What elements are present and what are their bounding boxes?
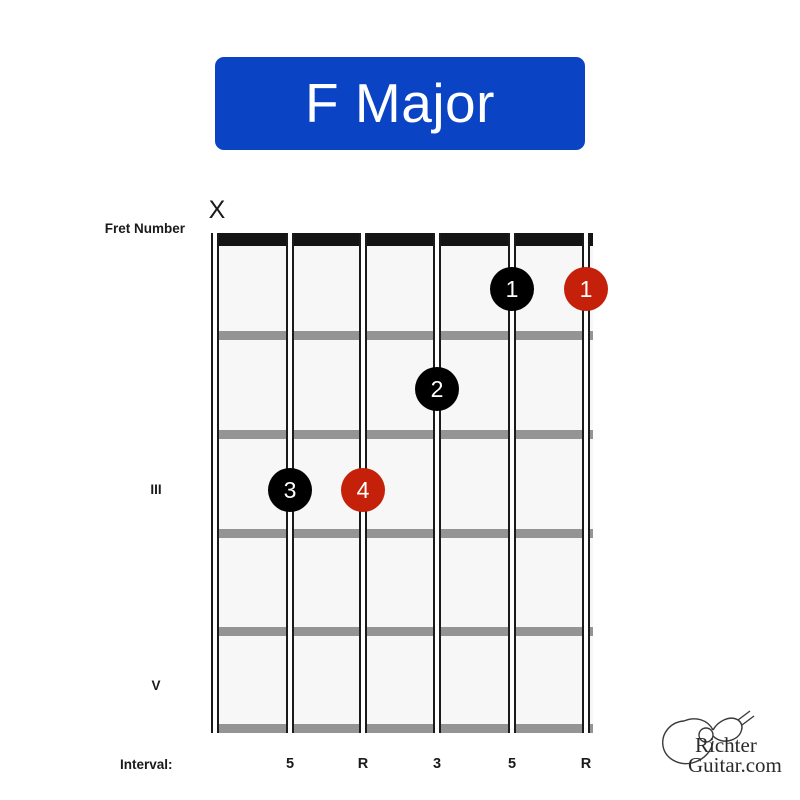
- finger-dot-label: 1: [579, 275, 593, 302]
- finger-dot-label: 1: [505, 275, 519, 302]
- string-1: [211, 233, 219, 733]
- page-title: F Major: [305, 72, 495, 134]
- string-5: [508, 233, 516, 733]
- logo-line-2: Guitar.com: [688, 753, 782, 777]
- fret-line-5: [215, 724, 593, 733]
- finger-dot-label: 3: [283, 476, 297, 503]
- fret-marker-3: III: [150, 482, 162, 497]
- fret-number-label: Fret Number: [104, 221, 185, 236]
- finger-dot-s4-f2[interactable]: 2: [415, 367, 459, 411]
- fret-line-4: [215, 627, 593, 636]
- guitar-outline-icon: [662, 710, 755, 765]
- finger-dot-label: 4: [356, 476, 370, 503]
- interval-string-2: 5: [285, 756, 295, 772]
- interval-string-5: 5: [507, 756, 517, 772]
- muted-string-marker: X: [208, 196, 226, 224]
- finger-dot-s3-f3[interactable]: 4: [341, 468, 385, 512]
- interval-row-label: Interval:: [120, 757, 173, 772]
- interval-string-3: R: [357, 756, 369, 772]
- fret-line-2: [215, 430, 593, 439]
- fret-marker-5: V: [151, 678, 161, 693]
- logo-line-1: Richter: [695, 733, 757, 757]
- interval-string-6: R: [580, 756, 592, 772]
- site-logo[interactable]: Richter Guitar.com: [652, 708, 784, 780]
- fretboard: 1 1 2 3 4: [211, 233, 608, 733]
- finger-dot-label: 2: [430, 375, 444, 402]
- finger-dot-s2-f3[interactable]: 3: [268, 468, 312, 512]
- string-4: [433, 233, 441, 733]
- chord-title-banner: F Major: [215, 57, 585, 150]
- string-6: [582, 233, 590, 733]
- finger-dot-s6-f1[interactable]: 1: [564, 267, 608, 311]
- finger-dot-s5-f1[interactable]: 1: [490, 267, 534, 311]
- fret-line-3: [215, 529, 593, 538]
- nut: [215, 233, 593, 246]
- fret-line-1: [215, 331, 593, 340]
- interval-string-4: 3: [432, 756, 442, 772]
